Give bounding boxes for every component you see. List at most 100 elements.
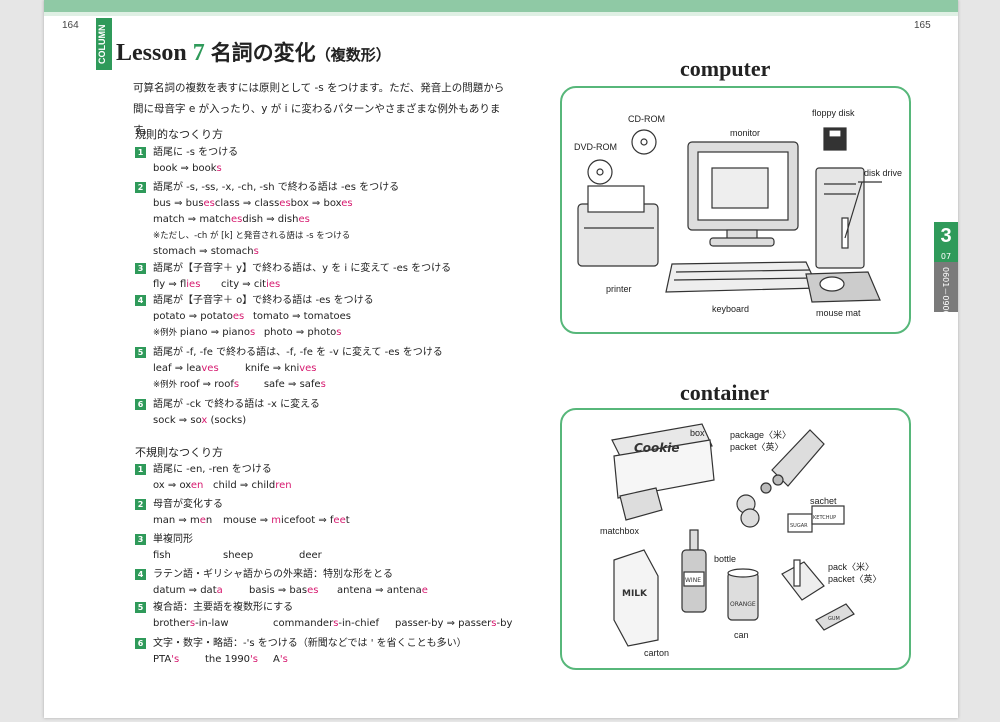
rule-number-badge: 4 <box>135 568 146 580</box>
word-text: dish ⇒ dish <box>242 214 299 225</box>
word-text: fly ⇒ fl <box>153 279 187 290</box>
label-printer: printer <box>606 284 632 294</box>
word-text: mouse ⇒ <box>223 515 272 526</box>
computer-illustration-frame: CD-ROM DVD-ROM monitor floppy disk disk … <box>560 86 911 334</box>
rule-text: 語尾が -s, -ss, -x, -ch, -sh で終わる語は -es をつけ… <box>153 182 400 193</box>
rule-text: 単複同形 <box>153 534 193 545</box>
highlighted-suffix: ies <box>186 279 201 290</box>
rule-number-badge: 3 <box>135 533 146 545</box>
top-color-bar <box>44 0 958 12</box>
example-word: tomato ⇒ tomatoes <box>253 309 353 325</box>
rule-heading: 4 ラテン語・ギリシャ語からの外来語：特別な形をとる <box>135 567 428 583</box>
rule-number-badge: 2 <box>135 181 146 193</box>
top-color-bar-light <box>44 12 958 16</box>
example-word: box ⇒ boxes <box>291 196 353 212</box>
rule-number-badge: 6 <box>135 398 146 410</box>
word-text: book ⇒ book <box>153 163 217 174</box>
highlighted-suffix: e <box>199 515 206 526</box>
rule-text: 語尾に -s をつける <box>153 147 239 158</box>
rule-heading: 2 語尾が -s, -ss, -x, -ch, -sh で終わる語は -es をつ… <box>135 180 399 196</box>
highlighted-suffix: s <box>189 618 196 629</box>
word-text: -in-law <box>195 618 229 629</box>
rule-text: 文字・数字・略語：-'s をつける（新聞などでは ' を省くことも多い） <box>153 638 467 649</box>
rule-number-badge: 3 <box>135 262 146 274</box>
highlighted-suffix: ves <box>201 363 219 374</box>
highlighted-suffix: 's <box>171 654 180 665</box>
title-main: 名詞の変化 <box>210 41 316 65</box>
label-can: can <box>734 630 749 640</box>
word-text: box ⇒ box <box>290 198 342 209</box>
page-number-left: 164 <box>62 20 79 31</box>
highlighted-suffix: es <box>231 214 243 225</box>
irregular-heading: 不規則なつくり方 <box>135 446 223 459</box>
word-text: stomach ⇒ stomach <box>153 246 254 257</box>
computer-heading: computer <box>680 56 771 81</box>
can-icon: ORANGE <box>727 568 759 621</box>
intro-line-2: 間に母音字 e が入ったり、y が i に変わるパターンやさまざまな例外もありま… <box>133 103 501 136</box>
word-text: potato ⇒ potato <box>153 311 233 322</box>
label-bottle: bottle <box>714 554 737 564</box>
word-text: brother <box>153 618 190 629</box>
irregular-rule-6: 6 文字・数字・略語：-'s をつける（新聞などでは ' を省くことも多い） PTA… <box>135 636 467 668</box>
example-word: mouse ⇒ mice <box>223 513 295 529</box>
container-illustration: Cookie SUGAR KETCHUP <box>611 423 855 647</box>
rule-text: 複合語：主要語を複数形にする <box>153 602 294 613</box>
cigarette-pack-icon <box>781 559 825 601</box>
rule-text: 語尾が【子音字＋ o】で終わる語は -es をつける <box>153 295 374 306</box>
highlighted-suffix: es <box>298 214 310 225</box>
rule-number-badge: 6 <box>135 637 146 649</box>
word-text: PTA <box>153 654 172 665</box>
highlighted-suffix: x <box>201 415 208 426</box>
example-word: PTA's <box>153 652 205 668</box>
word-text: passer-by ⇒ passer <box>395 618 492 629</box>
chapter-sub: 07 <box>934 252 958 262</box>
example-word: roof ⇒ roofs <box>180 377 264 393</box>
dvd-rom-icon <box>587 159 613 185</box>
example-word: A's <box>273 652 333 668</box>
word-text: roof ⇒ roof <box>179 379 234 390</box>
label-monitor: monitor <box>730 128 761 138</box>
label-pack: pack〈米〉 <box>828 562 875 572</box>
rule-heading: 3 単複同形 <box>135 532 369 548</box>
example-word: man ⇒ men <box>153 513 223 529</box>
example-word: foot ⇒ feet <box>295 513 365 529</box>
example-word: piano ⇒ pianos <box>180 325 264 341</box>
word-text: sock ⇒ so <box>153 415 202 426</box>
word-text: A <box>273 654 280 665</box>
label-packet-uk: packet〈英〉 <box>828 574 882 584</box>
example-word: book ⇒ books <box>153 161 222 177</box>
word-text: safe ⇒ safe <box>263 379 321 390</box>
rule-text: ラテン語・ギリシャ語からの外来語：特別な形をとる <box>153 569 393 580</box>
word-text: commander <box>273 618 334 629</box>
regular-heading: 規則的なつくり方 <box>135 128 223 141</box>
word-text: bus ⇒ bus <box>153 198 204 209</box>
word-text: -by <box>496 618 513 629</box>
word-text: tomato ⇒ tomatoes <box>253 311 351 322</box>
title-number: 7 <box>192 40 205 66</box>
highlighted-suffix: es <box>341 198 353 209</box>
example-word: brothers-in-law <box>153 616 273 632</box>
cookie-text: Cookie <box>634 441 680 455</box>
rule-text: 母音が変化する <box>153 499 223 510</box>
example-word: commanders-in-chief <box>273 616 395 632</box>
label-keyboard: keyboard <box>712 304 750 314</box>
milk-text: MILK <box>622 589 648 599</box>
intro-line-1: 可算名詞の複数を表すには原則として -s をつけます。ただ、発音上の問題から <box>133 82 505 94</box>
chapter-number: 3 <box>934 222 958 252</box>
highlighted-suffix: s <box>336 327 342 338</box>
label-packet: packet〈英〉 <box>730 442 784 452</box>
example-word: deer <box>299 548 369 564</box>
highlighted-suffix: s <box>333 618 339 629</box>
rule-heading: 6 文字・数字・略語：-'s をつける（新聞などでは ' を省くことも多い） <box>135 636 467 652</box>
floppy-disk-icon <box>823 127 847 151</box>
example-word: child ⇒ children <box>213 478 292 494</box>
